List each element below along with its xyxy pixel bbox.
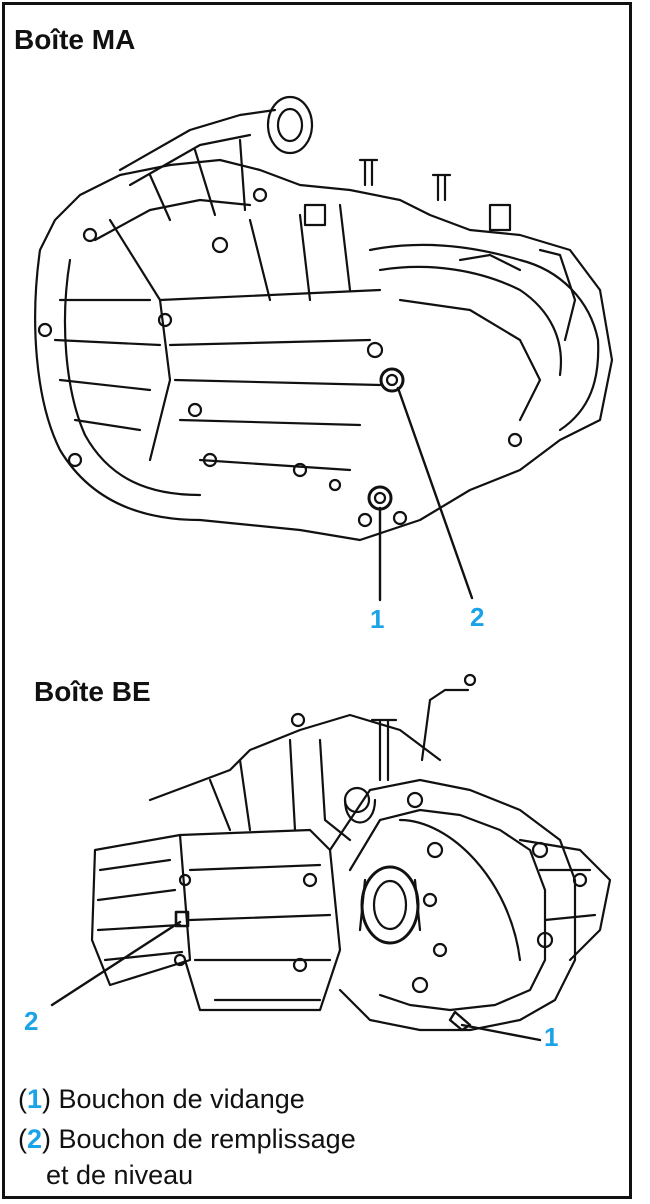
- callout-drain-plug-be: 1: [544, 1024, 558, 1050]
- gearbox-be-drawing: [50, 673, 612, 1042]
- legend-item-filler-plug: (2) Bouchon de remplissage: [18, 1126, 356, 1153]
- callout-1-label: 1: [544, 1022, 559, 1052]
- legend-number: 1: [27, 1084, 43, 1114]
- legend-item-drain-plug: (1) Bouchon de vidange: [18, 1086, 305, 1113]
- callout-1-label: 1: [370, 604, 385, 634]
- legend-paren: (: [18, 1124, 27, 1154]
- callout-drain-plug-ma: 1: [370, 606, 384, 632]
- legend-text: et de niveau: [46, 1160, 194, 1190]
- callout-filler-plug-ma: 2: [470, 604, 484, 630]
- callout-2-label: 2: [470, 602, 485, 632]
- top-gearbox-title: Boîte MA: [14, 24, 136, 55]
- page-edge: [636, 0, 650, 1204]
- bottom-gearbox-title: Boîte BE: [34, 676, 151, 707]
- callout-2-label: 2: [24, 1006, 39, 1036]
- gearbox-ma-drawing: [34, 95, 614, 602]
- legend-item-filler-plug-continued: et de niveau: [46, 1162, 193, 1189]
- legend-paren: ): [42, 1124, 52, 1154]
- legend-paren: ): [42, 1084, 52, 1114]
- legend-number: 2: [27, 1124, 43, 1154]
- legend-paren: (: [18, 1084, 27, 1114]
- callout-filler-plug-be: 2: [24, 1008, 38, 1034]
- legend-text: Bouchon de vidange: [51, 1084, 305, 1114]
- legend-text: Bouchon de remplissage: [51, 1124, 356, 1154]
